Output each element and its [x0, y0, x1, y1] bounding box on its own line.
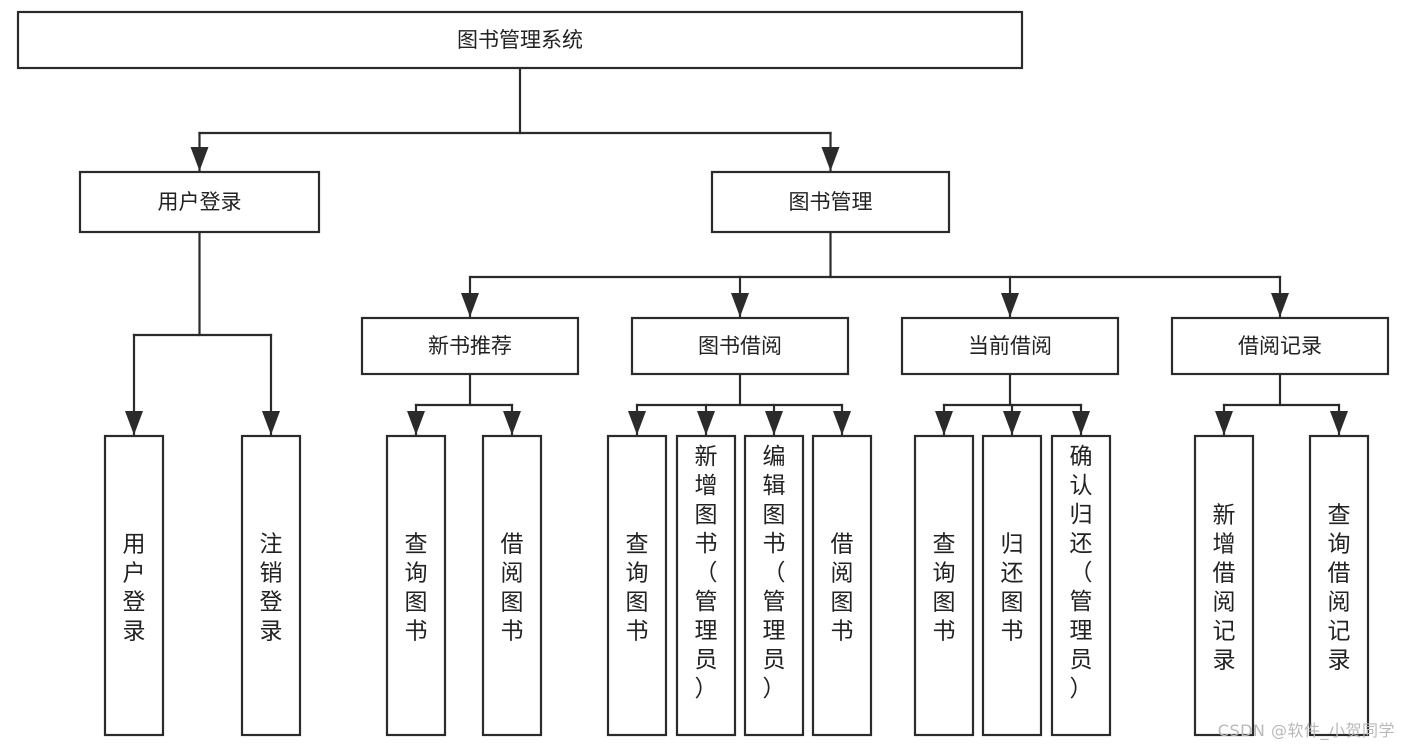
node-rect: [913, 434, 975, 737]
arrow-head-icon: [731, 293, 749, 317]
node-label: 新增图书（管理员）: [695, 444, 718, 702]
node-label: 用户登录: [158, 190, 242, 214]
node-label: 归还图书: [1001, 532, 1024, 645]
node-leaf-注销登录[interactable]: 注销登录: [240, 434, 302, 737]
node-level3-当前借阅[interactable]: 当前借阅: [900, 316, 1120, 376]
node-rect: [481, 434, 543, 737]
node-label: 查询图书: [626, 532, 649, 645]
arrow-head-icon: [262, 411, 280, 435]
node-leaf-编辑图书（管理员）[interactable]: 编辑图书（管理员）: [743, 434, 805, 737]
node-label: 查询图书: [405, 532, 428, 645]
node-label: 借阅记录: [1238, 334, 1322, 358]
node-rect: [1308, 434, 1370, 737]
node-leaf-查询借阅记录[interactable]: 查询借阅记录: [1308, 434, 1370, 737]
node-leaf-借阅图书[interactable]: 借阅图书: [481, 434, 543, 737]
arrow-head-icon: [821, 147, 840, 171]
node-level2-用户登录[interactable]: 用户登录: [78, 170, 321, 234]
arrow-head-icon: [125, 411, 143, 435]
arrow-head-icon: [833, 411, 851, 435]
node-label: 确认归还（管理员）: [1070, 444, 1093, 702]
node-rect: [103, 434, 165, 737]
node-leaf-用户登录[interactable]: 用户登录: [103, 434, 165, 737]
node-layer: 图书管理系统用户登录图书管理新书推荐图书借阅当前借阅借阅记录用户登录注销登录查询…: [16, 10, 1390, 737]
node-leaf-查询图书[interactable]: 查询图书: [385, 434, 447, 737]
arrow-head-icon: [628, 411, 646, 435]
node-label: 图书借阅: [698, 334, 782, 358]
node-label: 用户登录: [123, 532, 146, 645]
node-rect: [1193, 434, 1255, 737]
node-leaf-归还图书[interactable]: 归还图书: [981, 434, 1043, 737]
arrow-head-icon: [1003, 411, 1021, 435]
node-leaf-查询图书[interactable]: 查询图书: [606, 434, 668, 737]
node-rect: [360, 316, 580, 376]
node-label: 查询图书: [933, 532, 956, 645]
arrow-head-icon: [1271, 293, 1289, 317]
node-rect: [606, 434, 668, 737]
node-leaf-借阅图书[interactable]: 借阅图书: [811, 434, 873, 737]
node-level3-借阅记录[interactable]: 借阅记录: [1170, 316, 1390, 376]
node-rect: [981, 434, 1043, 737]
node-rect: [675, 434, 737, 737]
node-label: 新书推荐: [428, 334, 512, 358]
node-level2-图书管理[interactable]: 图书管理: [710, 170, 951, 234]
arrow-head-icon: [697, 411, 715, 435]
node-rect: [16, 10, 1024, 70]
node-label: 借阅图书: [831, 532, 854, 645]
node-leaf-确认归还（管理员）[interactable]: 确认归还（管理员）: [1050, 434, 1112, 737]
arrow-head-icon: [935, 411, 953, 435]
node-rect: [240, 434, 302, 737]
node-rect: [811, 434, 873, 737]
node-label: 新增借阅记录: [1213, 503, 1236, 674]
arrow-head-icon: [1330, 411, 1348, 435]
node-rect: [1170, 316, 1390, 376]
node-rect: [710, 170, 951, 234]
arrow-head-icon: [461, 293, 479, 317]
arrow-head-icon: [1215, 411, 1233, 435]
node-rect: [630, 316, 850, 376]
node-leaf-查询图书[interactable]: 查询图书: [913, 434, 975, 737]
arrow-head-icon: [503, 411, 521, 435]
node-root-图书管理系统[interactable]: 图书管理系统: [16, 10, 1024, 70]
node-label: 查询借阅记录: [1328, 503, 1351, 674]
arrow-head-icon: [407, 411, 425, 435]
node-label: 借阅图书: [501, 532, 524, 645]
connector-layer: [125, 66, 1348, 436]
node-label: 编辑图书（管理员）: [763, 444, 786, 702]
node-label: 当前借阅: [968, 334, 1052, 358]
node-label: 注销登录: [260, 532, 283, 645]
arrow-head-icon: [1072, 411, 1090, 435]
arrow-head-icon: [190, 147, 209, 171]
node-rect: [743, 434, 805, 737]
node-leaf-新增图书（管理员）[interactable]: 新增图书（管理员）: [675, 434, 737, 737]
node-level3-图书借阅[interactable]: 图书借阅: [630, 316, 850, 376]
node-rect: [385, 434, 447, 737]
node-rect: [78, 170, 321, 234]
node-leaf-新增借阅记录[interactable]: 新增借阅记录: [1193, 434, 1255, 737]
arrow-head-icon: [1001, 293, 1019, 317]
watermark-text: CSDN @软件_小贺同学: [1217, 721, 1395, 740]
arrow-head-icon: [765, 411, 783, 435]
node-label: 图书管理系统: [457, 28, 583, 52]
node-rect: [900, 316, 1120, 376]
node-label: 图书管理: [789, 190, 873, 214]
node-rect: [1050, 434, 1112, 737]
node-level3-新书推荐[interactable]: 新书推荐: [360, 316, 580, 376]
